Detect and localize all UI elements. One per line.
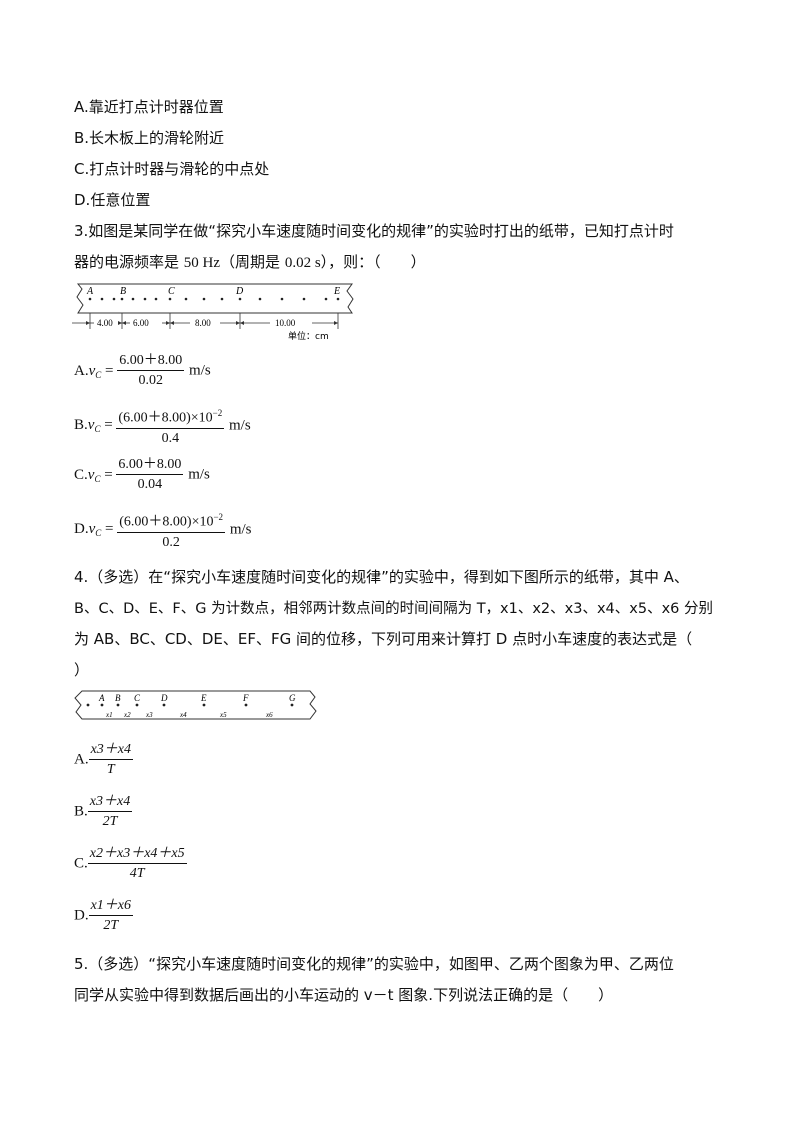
q2-option-b: B.长木板上的滑轮附近 [74,129,225,147]
q5-stem-line2: 同学从实验中得到数据后画出的小车运动的 v－t 图象.下列说法正确的是（ ） [74,986,614,1004]
tape-point-a: A [86,286,94,297]
tape-distance-ab: 4.00 [97,318,113,328]
q4-tape-diagram: A B C D E F G x1 x2 x3 x4 x5 x6 [74,690,317,720]
tape-point-e: E [333,286,340,297]
tape-segment-x2: x2 [123,711,131,719]
tape-outline [76,283,354,314]
tape-unit: 单位：cm [288,330,329,342]
tape-distance-cd: 8.00 [195,318,211,328]
tape-point-c: C [168,286,175,297]
tape-outline [74,690,317,720]
q5-stem-line1: 5.（多选）“探究小车速度随时间变化的规律”的实验中，如图甲、乙两个图象为甲、乙… [74,955,674,973]
q2-option-c: C.打点计时器与滑轮的中点处 [74,160,270,178]
tape-point-b: B [115,693,121,703]
q4-stem-line1: 4.（多选）在“探究小车速度随时间变化的规律”的实验中，得到如下图所示的纸带，其… [74,568,689,586]
tape-point-c: C [134,693,141,703]
tape-arrowheads [86,321,338,325]
tape-segment-x1: x1 [105,711,113,719]
tape-point-d: D [235,286,244,297]
q3-stem-line1: 3.如图是某同学在做“探究小车速度随时间变化的规律”的实验时打出的纸带，已知打点… [74,222,674,240]
tape-point-g: G [289,693,296,703]
tape-segment-x4: x4 [179,711,187,719]
q4-stem-line4: ） [74,661,90,679]
tape-distance-de: 10.00 [275,318,296,328]
tape-distance-bc: 6.00 [133,318,149,328]
tape-point-a: A [98,693,105,703]
tape-point-e: E [200,693,207,703]
q2-option-a: A.靠近打点计时器位置 [74,98,224,116]
q4-stem-line2: B、C、D、E、F、G 为计数点，相邻两计数点间的时间间隔为 T，x1、x2、x… [74,601,713,617]
q3-stem-line2: 器的电源频率是 50 Hz（周期是 0.02 s），则：（ ） [74,253,426,271]
tape-segment-x5: x5 [219,711,227,719]
tape-dots [88,297,340,301]
tape-segment-x6: x6 [265,711,273,719]
q2-option-d: D.任意位置 [74,191,151,209]
q4-stem-line3: 为 AB、BC、CD、DE、EF、FG 间的位移，下列可用来计算打 D 点时小车… [74,630,693,648]
q3-tape-diagram: A B C D E 4.00 6.00 8.00 10.00 单位：cm [72,283,354,342]
tape-point-b: B [120,286,126,297]
tape-dots [86,703,294,707]
tape-point-d: D [160,693,168,703]
tape-segment-x3: x3 [145,711,153,719]
tape-point-f: F [242,693,249,703]
